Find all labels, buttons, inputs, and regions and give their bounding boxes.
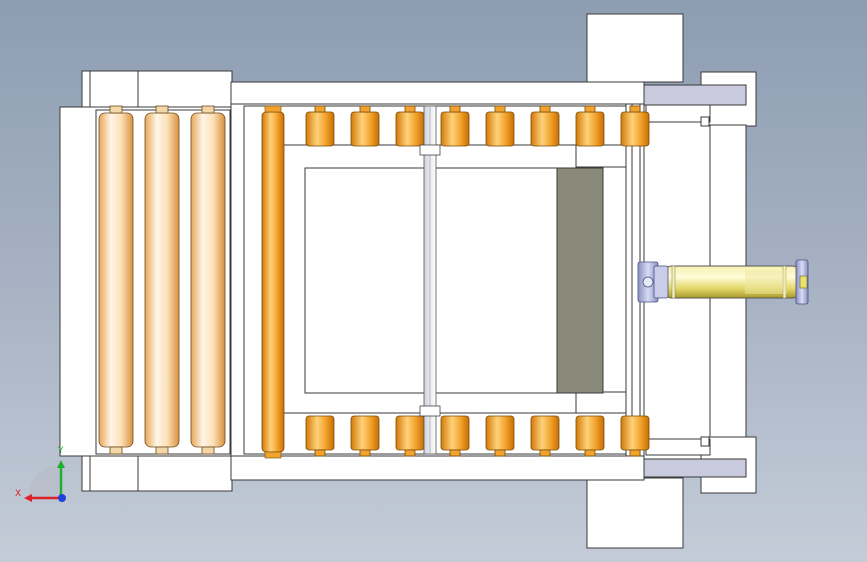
- driven-roller[interactable]: [620, 105, 650, 147]
- right-frame-bottom-rail: [645, 438, 711, 456]
- driven-roller[interactable]: [620, 415, 650, 457]
- driven-roller[interactable]: [350, 105, 380, 147]
- driven-roller[interactable]: [395, 415, 425, 457]
- driven-roller[interactable]: [485, 415, 515, 457]
- free-roller[interactable]: [144, 105, 180, 455]
- frame-corner-bl: [700, 436, 710, 447]
- driven-roller[interactable]: [485, 105, 515, 147]
- free-roller[interactable]: [98, 105, 134, 455]
- driven-roller[interactable]: [530, 415, 560, 457]
- carriage-tab-top: [575, 144, 627, 168]
- y-axis-label: Y: [57, 446, 64, 456]
- driven-roller[interactable]: [395, 105, 425, 147]
- bottom-guide-plate[interactable]: [643, 458, 747, 478]
- bottom-mount-block[interactable]: [586, 477, 684, 549]
- driven-roller[interactable]: [305, 105, 335, 147]
- driven-roller[interactable]: [305, 415, 335, 457]
- cylinder-right-clevis[interactable]: [795, 259, 809, 305]
- top-guide-plate[interactable]: [643, 84, 747, 106]
- long-driven-roller[interactable]: [261, 105, 285, 459]
- cover-plate[interactable]: [556, 167, 604, 394]
- left-flange-notch-bottom: [89, 455, 139, 492]
- main-frame-bottom-rail: [230, 455, 645, 481]
- driven-roller-group: [305, 105, 650, 457]
- left-table-top-flange: [81, 70, 233, 108]
- driven-roller[interactable]: [440, 415, 470, 457]
- left-roller-group: [98, 105, 226, 455]
- main-frame-top-rail: [230, 81, 645, 105]
- x-axis-label: X: [15, 489, 21, 499]
- guide-rod[interactable]: [419, 105, 441, 455]
- right-frame-top-rail: [645, 104, 711, 123]
- free-roller[interactable]: [190, 105, 226, 455]
- coordinate-triad: X Y: [15, 446, 66, 502]
- driven-roller[interactable]: [440, 105, 470, 147]
- left-table-bottom-flange: [81, 455, 233, 492]
- frame-corner-tl: [700, 116, 710, 127]
- pneumatic-cylinder[interactable]: [661, 265, 803, 299]
- carriage-tab-bottom: [575, 391, 627, 414]
- top-mount-block[interactable]: [586, 13, 684, 83]
- driven-roller[interactable]: [575, 105, 605, 147]
- driven-roller[interactable]: [575, 415, 605, 457]
- driven-roller[interactable]: [350, 415, 380, 457]
- cylinder-left-clevis[interactable]: [637, 261, 669, 303]
- driven-roller[interactable]: [530, 105, 560, 147]
